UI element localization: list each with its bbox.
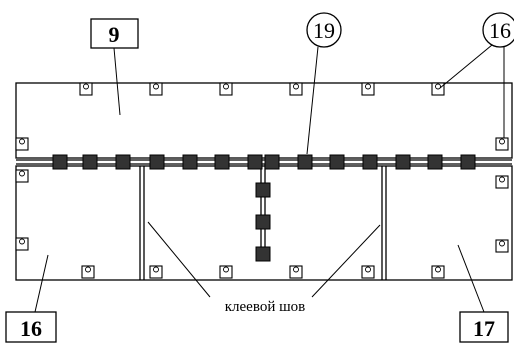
fastener-bottom-4 xyxy=(289,265,303,279)
top-panel xyxy=(15,82,513,159)
clamp-seam-14 xyxy=(460,154,476,170)
leader-19 xyxy=(306,46,319,155)
fastener-bottom-3 xyxy=(219,265,233,279)
label-9-text: 9 xyxy=(109,22,120,47)
label-16-text: 16 xyxy=(20,316,42,341)
leader-9 xyxy=(113,47,121,116)
caption-background xyxy=(205,296,325,316)
clamp-seam-5 xyxy=(182,154,198,170)
clamp-vertical-1 xyxy=(255,182,271,198)
clamp-seam-4 xyxy=(149,154,165,170)
leader-16-top xyxy=(439,44,493,89)
fastener-top-2 xyxy=(149,82,163,96)
clamps-group xyxy=(52,154,476,262)
callout-16-text: 16 xyxy=(489,18,511,43)
fastener-top-4 xyxy=(289,82,303,96)
clamp-seam-8 xyxy=(264,154,280,170)
clamp-seam-3 xyxy=(115,154,131,170)
fastener-top-1 xyxy=(79,82,93,96)
clamp-seam-7 xyxy=(247,154,263,170)
fastener-left-upper xyxy=(15,137,29,151)
fastener-bottom-5 xyxy=(361,265,375,279)
fastener-right-upper xyxy=(495,137,509,151)
clamp-seam-10 xyxy=(329,154,345,170)
callout-19-text: 19 xyxy=(313,18,335,43)
seam-caption: клеевой шов xyxy=(225,299,305,315)
clamp-seam-13 xyxy=(427,154,443,170)
leader-16-bottom xyxy=(34,254,49,313)
fastener-left-2 xyxy=(15,237,29,251)
callout-circle-16 xyxy=(482,12,514,48)
clamp-seam-11 xyxy=(362,154,378,170)
label-box-16 xyxy=(5,311,57,343)
fastener-top-3 xyxy=(219,82,233,96)
fastener-right-1 xyxy=(495,175,509,189)
clamp-seam-1 xyxy=(52,154,68,170)
fastener-right-2 xyxy=(495,239,509,253)
fastener-bottom-1 xyxy=(81,265,95,279)
fastener-bottom-6 xyxy=(431,265,445,279)
leader-seam-right xyxy=(311,224,381,298)
fastener-bottom-2 xyxy=(149,265,163,279)
fastener-left-1 xyxy=(15,169,29,183)
clamp-vertical-2 xyxy=(255,214,271,230)
clamp-vertical-3 xyxy=(255,246,271,262)
fastener-top-5 xyxy=(361,82,375,96)
fasteners-group xyxy=(15,82,509,279)
callout-circle-19 xyxy=(306,12,342,48)
fastener-top-6 xyxy=(431,82,445,96)
label-17-text: 17 xyxy=(473,316,495,341)
clamp-seam-12 xyxy=(395,154,411,170)
label-box-9 xyxy=(90,18,139,49)
clamp-seam-6 xyxy=(214,154,230,170)
leader-17 xyxy=(457,244,485,313)
bottom-panel xyxy=(15,165,513,281)
clamp-seam-9 xyxy=(297,154,313,170)
clamp-seam-2 xyxy=(82,154,98,170)
leader-seam-left xyxy=(147,221,211,298)
